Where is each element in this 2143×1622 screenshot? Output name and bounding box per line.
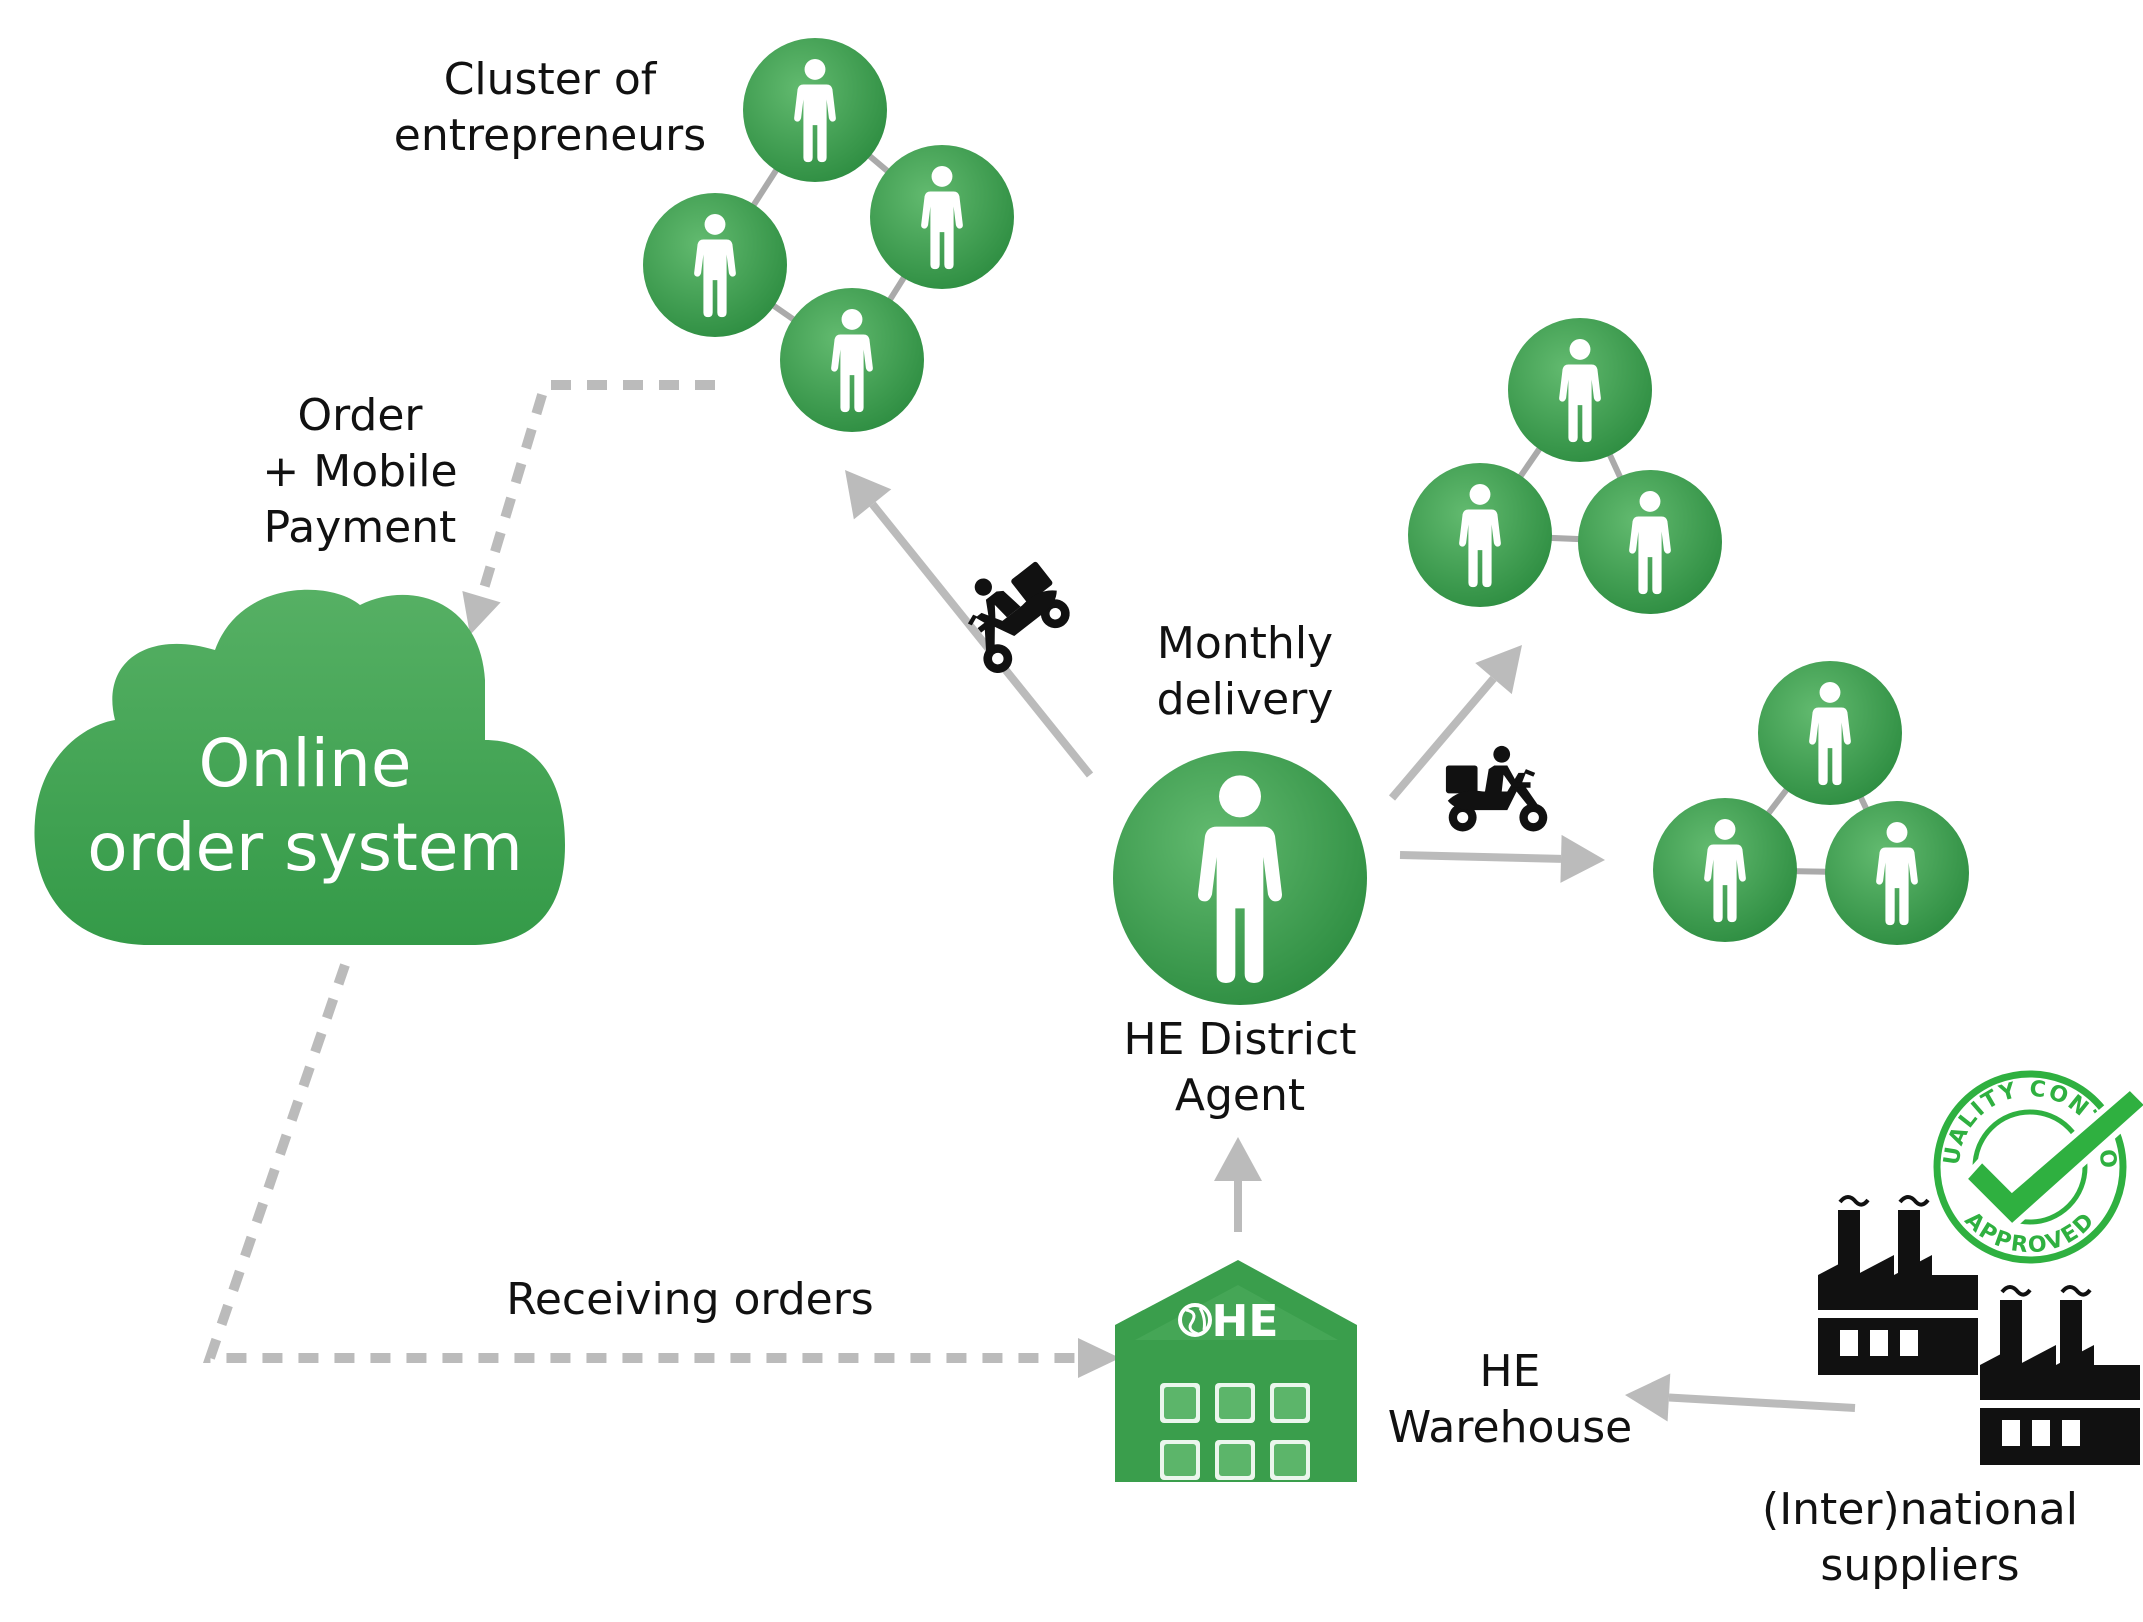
cluster-label: Cluster of entrepreneurs: [360, 52, 740, 164]
suppliers-to-warehouse-arrow: [1625, 1373, 1856, 1422]
factory-icon: [1980, 1285, 2140, 1465]
factory-chimney: [1838, 1210, 1860, 1280]
arrowhead: [1625, 1373, 1671, 1422]
delivery-arrow-to-top-cluster: [845, 470, 1094, 778]
warehouse-window-pane: [1274, 1444, 1306, 1476]
factory-door: [1930, 1330, 1960, 1356]
district-agent-line2: Agent: [1174, 1070, 1306, 1121]
suppliers-label-line1: (Inter)national: [1762, 1484, 2078, 1535]
warehouse-window-pane: [1164, 1387, 1196, 1419]
arrowhead: [1214, 1137, 1262, 1181]
order-label-line1: Order: [297, 390, 423, 441]
cloud-shape: [34, 589, 565, 945]
warehouse-window-pane: [1219, 1444, 1251, 1476]
receiving-orders-dashed-arrow: [202, 963, 1120, 1378]
warehouse-window-pane: [1164, 1444, 1196, 1476]
delivery-arrow-to-upper-cluster: [1388, 645, 1522, 801]
warehouse-label: HE Warehouse: [1360, 1344, 1660, 1456]
factory-smoke: [1838, 1195, 1930, 1207]
badge-check-mark: [1959, 1082, 2143, 1232]
dashed-line: [202, 963, 1078, 1363]
warehouse-to-agent-arrow: [1214, 1137, 1262, 1232]
badge-text-top: QUALITY CONTROL: [0, 0, 2119, 1171]
globe-outline: [1178, 1303, 1212, 1337]
suppliers-label: (Inter)national suppliers: [1730, 1482, 2110, 1594]
factory-window: [1840, 1330, 1858, 1356]
factory-chimney: [1898, 1210, 1920, 1280]
arrowhead: [462, 590, 501, 635]
receiving-orders-text: Receiving orders: [506, 1274, 874, 1325]
warehouse-body: [1115, 1260, 1357, 1482]
arrowhead: [1475, 645, 1522, 695]
arrow-shaft: [1668, 1393, 1856, 1412]
cluster-top-member-4: [780, 288, 924, 432]
district-agent-label: HE District Agent: [1080, 1012, 1400, 1124]
factory-icon: [1818, 1195, 1978, 1375]
monthly-delivery-line2: delivery: [1156, 674, 1334, 725]
district-agent-node: [1113, 751, 1367, 1005]
warehouse-label-line1: HE: [1479, 1346, 1541, 1397]
order-label-line3: Payment: [263, 502, 457, 553]
factory-stripe: [1818, 1310, 1978, 1318]
badge-outer-ring: [1933, 1070, 2127, 1264]
arrowhead: [1078, 1338, 1120, 1378]
order-dashed-arrow: [462, 380, 715, 635]
order-label: Order + Mobile Payment: [220, 388, 500, 556]
factory-stripe: [1980, 1400, 2140, 1408]
factory-window: [1870, 1330, 1888, 1356]
factory-chimney: [2060, 1300, 2082, 1370]
dashed-line: [476, 380, 715, 599]
cluster-right-lower-member-3: [1825, 801, 1969, 945]
monthly-delivery-line1: Monthly: [1156, 618, 1334, 669]
cloud-icon: [34, 589, 565, 945]
arrow-shaft: [1399, 851, 1562, 863]
scooter-glyph: [1445, 745, 1548, 832]
factory-window: [2002, 1420, 2020, 1446]
district-agent-line1: HE District: [1123, 1014, 1357, 1065]
cluster-right-upper-member-1: [1508, 318, 1652, 462]
globe-icon: [1178, 1303, 1212, 1337]
cluster-right-upper-member-2: [1408, 463, 1552, 607]
cluster-label-line1: Cluster of: [443, 54, 657, 105]
cluster-top-member-3: [643, 193, 787, 337]
warehouse-logo-text: HE: [1212, 1296, 1279, 1347]
cluster-top-member-2: [870, 145, 1014, 289]
arrowhead: [845, 470, 892, 520]
warehouse-label-line2: Warehouse: [1387, 1402, 1633, 1453]
order-label-line2: + Mobile: [262, 446, 458, 497]
globe-land: [1185, 1307, 1206, 1336]
receiving-orders-label: Receiving orders: [440, 1272, 940, 1328]
warehouse-icon: HE: [1115, 1260, 1357, 1482]
cluster-right-lower-member-2: [1653, 798, 1797, 942]
factory-window: [2062, 1420, 2080, 1446]
cluster-label-line2: entrepreneurs: [393, 110, 707, 161]
factory-chimney: [2000, 1300, 2022, 1370]
arrow-shaft: [1388, 675, 1497, 801]
factory-window: [1900, 1330, 1918, 1356]
cluster-right-upper-member-3: [1578, 470, 1722, 614]
monthly-delivery-label: Monthly delivery: [1110, 616, 1380, 728]
cluster-right-lower-member-1: [1758, 661, 1902, 805]
cloud-label: Online order system: [40, 722, 570, 890]
cluster-top-member-1: [743, 38, 887, 182]
delivery-arrow-to-lower-cluster: [1399, 834, 1605, 883]
cloud-label-line1: Online: [198, 725, 412, 802]
suppliers-label-line2: suppliers: [1820, 1540, 2020, 1591]
delivery-scooter-icon: [1445, 745, 1548, 832]
warehouse-window-pane: [1274, 1387, 1306, 1419]
arrowhead: [1560, 834, 1605, 883]
factory-door: [2092, 1420, 2122, 1446]
factory-smoke: [2000, 1285, 2092, 1297]
warehouse-roof-shade: [1135, 1285, 1338, 1340]
cloud-label-line2: order system: [87, 809, 523, 886]
factory-window: [2032, 1420, 2050, 1446]
arrow-shaft: [869, 501, 1094, 778]
warehouse-window-pane: [1219, 1387, 1251, 1419]
